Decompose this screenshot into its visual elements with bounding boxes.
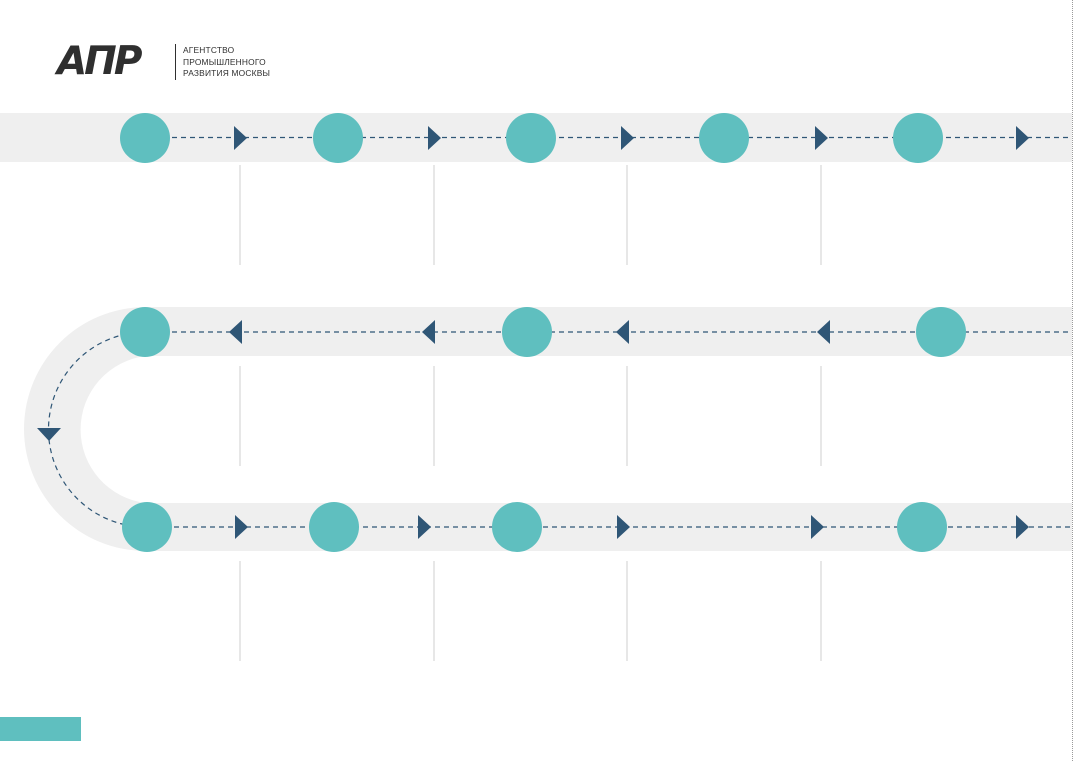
logo-name: АГЕНТСТВО ПРОМЫШЛЕННОГО РАЗВИТИЯ МОСКВЫ xyxy=(183,45,270,80)
step-node xyxy=(120,307,170,357)
triangle-arrow-icon xyxy=(616,320,629,344)
step-node xyxy=(313,113,363,163)
page-edge xyxy=(1072,0,1073,761)
triangle-arrow-icon xyxy=(621,126,634,150)
step-node xyxy=(699,113,749,163)
logo-name-line: ПРОМЫШЛЕННОГО xyxy=(183,56,266,67)
step-node xyxy=(506,113,556,163)
logo-name-line: РАЗВИТИЯ МОСКВЫ xyxy=(183,68,271,78)
triangle-arrow-icon xyxy=(1016,515,1029,539)
step-node xyxy=(492,502,542,552)
triangle-arrow-icon xyxy=(428,126,441,150)
step-node xyxy=(916,307,966,357)
step-node xyxy=(502,307,552,357)
triangle-arrow-icon xyxy=(229,320,242,344)
dashed-paths xyxy=(47,136,1072,528)
logo-mark: АПР xyxy=(57,39,142,84)
triangle-arrow-icon xyxy=(235,515,248,539)
logo-divider xyxy=(175,44,176,80)
triangle-arrow-icon xyxy=(617,515,630,539)
step-node xyxy=(122,502,172,552)
triangle-arrow-icon xyxy=(422,320,435,344)
triangle-arrow-icon xyxy=(817,320,830,344)
logo-name-line: АГЕНТСТВО xyxy=(183,45,235,55)
step-node xyxy=(893,113,943,163)
nodes xyxy=(120,113,966,552)
dashed-path-turn xyxy=(47,331,148,528)
step-node xyxy=(897,502,947,552)
arrows xyxy=(37,126,1029,539)
dividers xyxy=(239,165,822,661)
step-node xyxy=(120,113,170,163)
triangle-arrow-icon xyxy=(234,126,247,150)
triangle-arrow-icon xyxy=(418,515,431,539)
step-node xyxy=(309,502,359,552)
triangle-arrow-icon xyxy=(815,126,828,150)
accent-bar xyxy=(0,717,81,741)
triangle-arrow-icon xyxy=(1016,126,1029,150)
triangle-arrow-icon xyxy=(37,428,61,441)
triangle-arrow-icon xyxy=(811,515,824,539)
